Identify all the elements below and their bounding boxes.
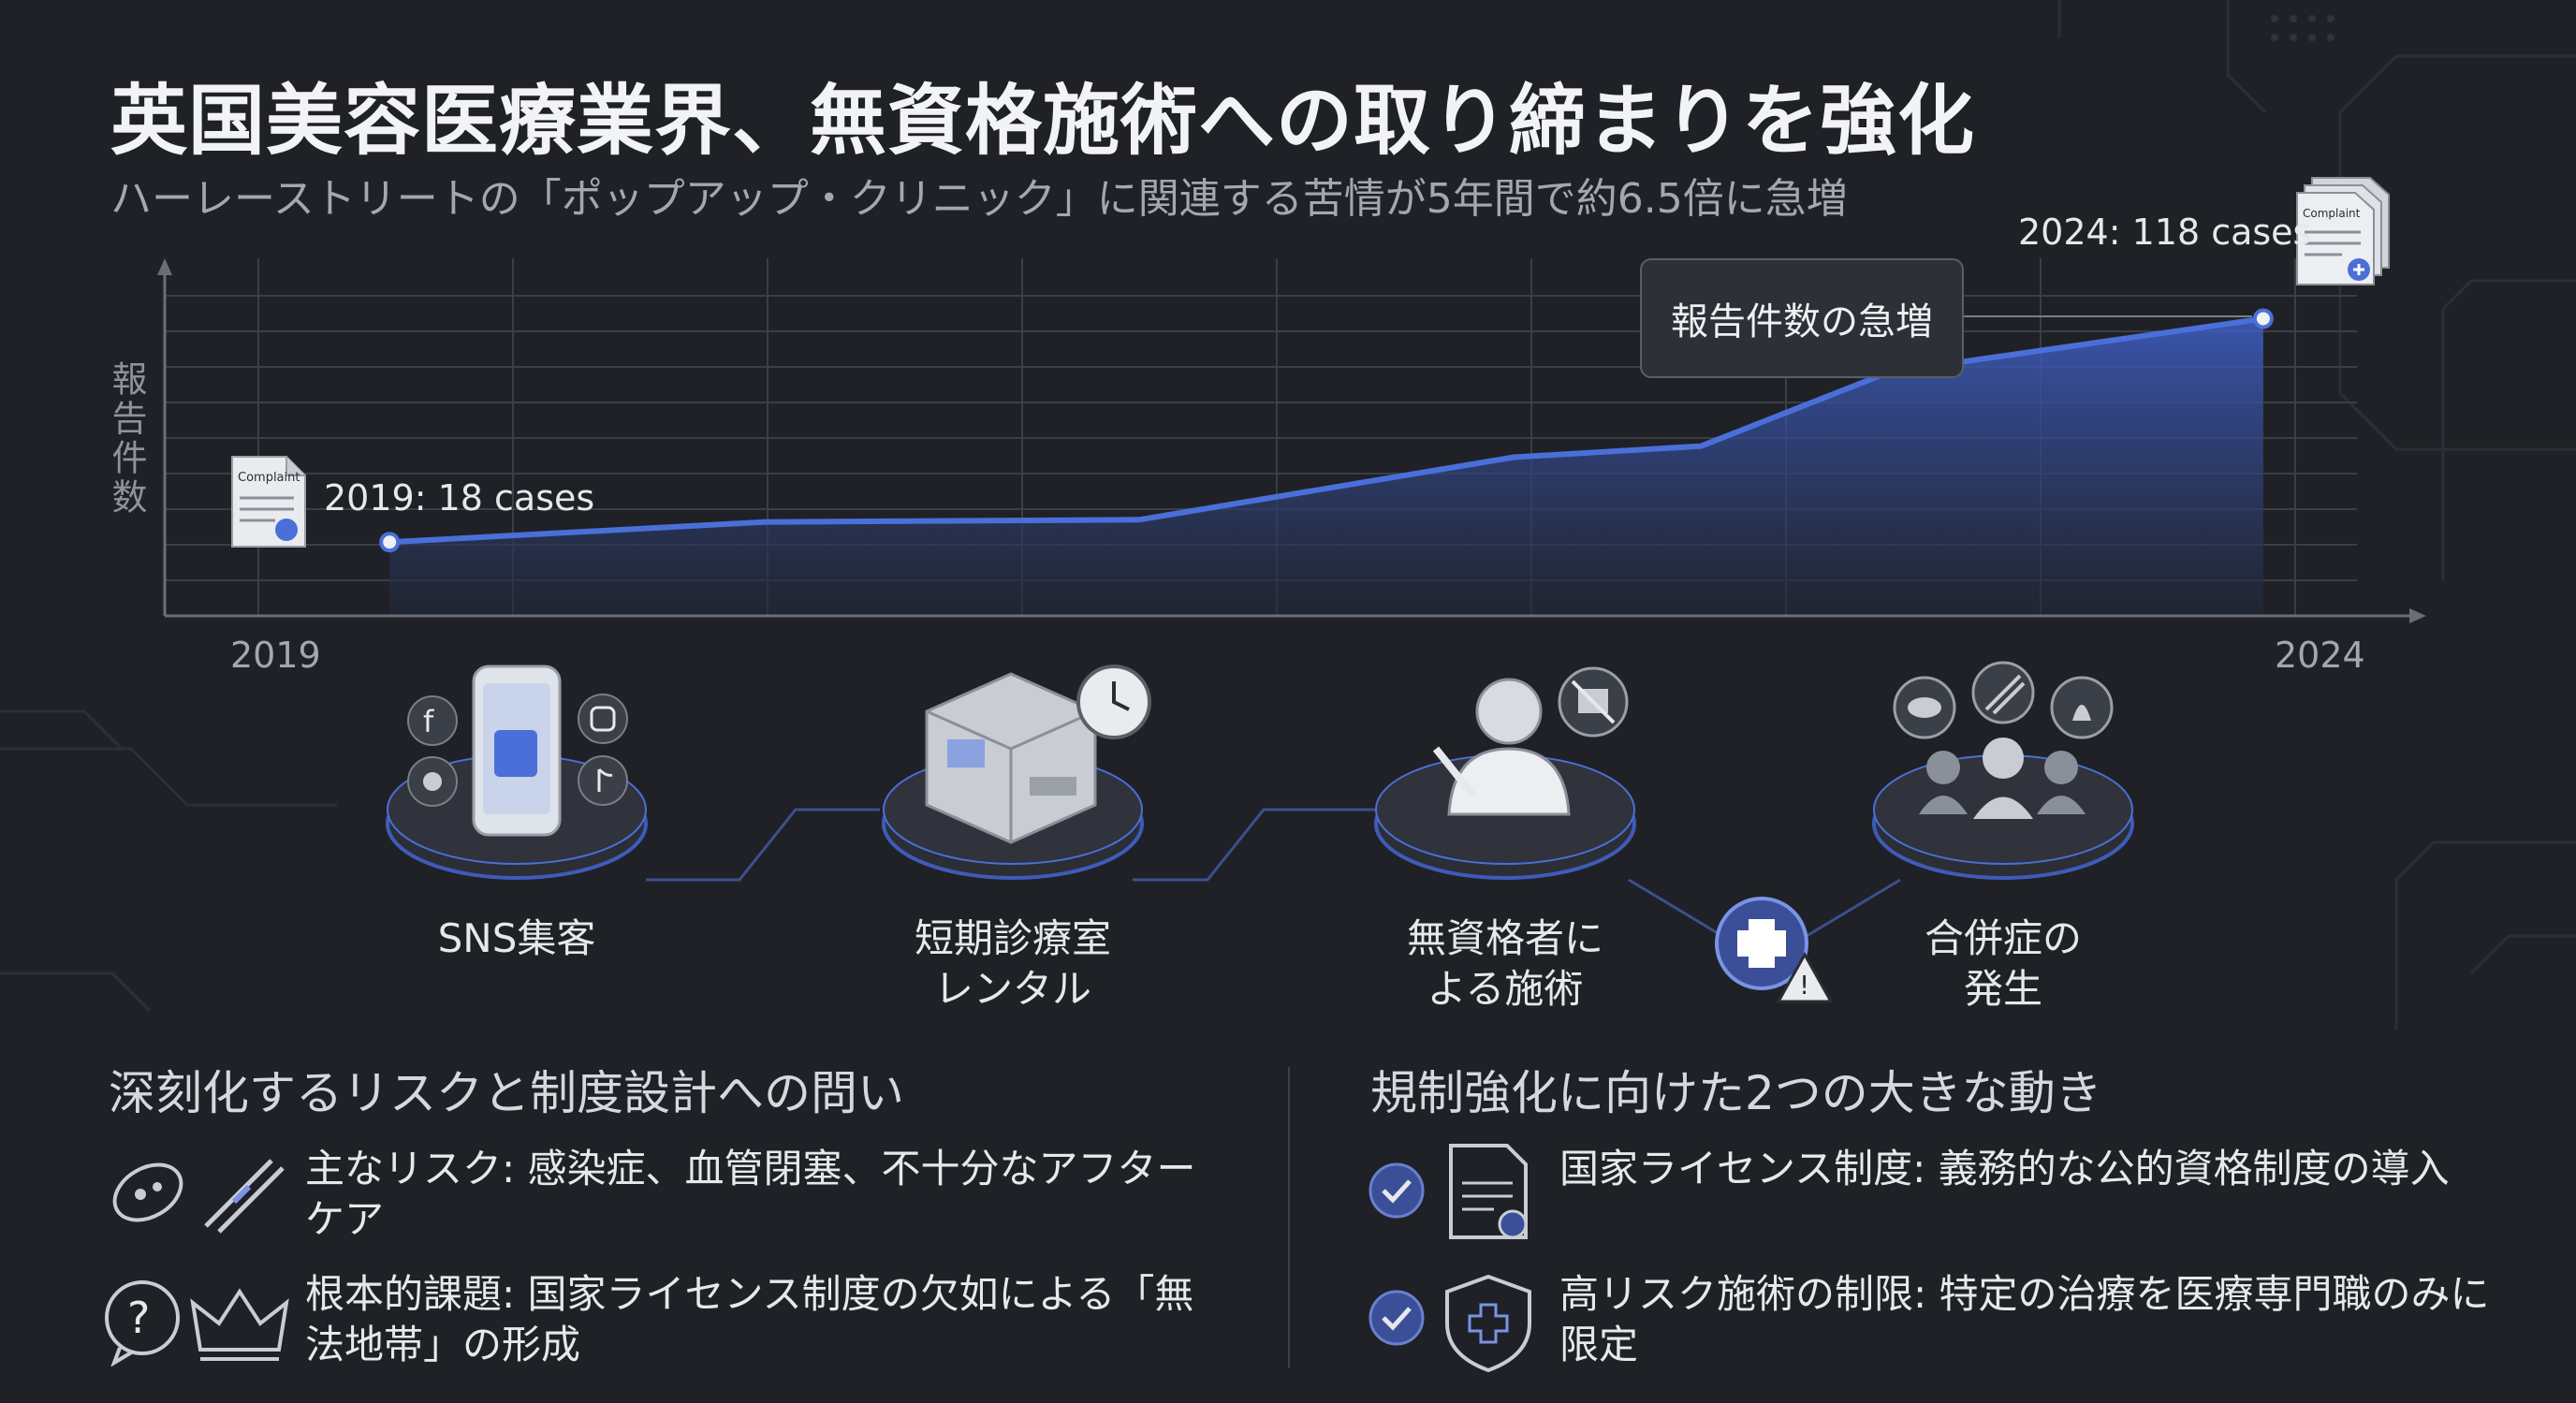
- left-section-heading: 深刻化するリスクと制度設計への問い: [109, 1066, 904, 1120]
- chart-area-fill: [389, 318, 2263, 616]
- area-chart: [157, 258, 2426, 623]
- crown-icon: [190, 1288, 289, 1361]
- right-item-1-text: 国家ライセンス制度: 義務的な公的資格制度の導入: [1559, 1146, 2450, 1191]
- right-item-2-text: 高リスク施術の制限: 特定の治療を医療専門職のみに限定: [1559, 1271, 2490, 1367]
- right-item-2-icons: [1368, 1274, 1531, 1373]
- right-item-1-icons: [1368, 1144, 1528, 1239]
- svg-text:?: ?: [127, 1293, 150, 1343]
- check-circle-icon: [1368, 1290, 1425, 1346]
- x-tick-2024: 2024: [2275, 635, 2365, 676]
- tiktok-icon: [578, 755, 628, 806]
- left-item-1-icons: [112, 1159, 285, 1234]
- flow-step-rental: 短期診療室 レンタル: [914, 915, 1111, 1012]
- vessel-badge-icon: [1971, 661, 2035, 724]
- svg-text:f: f: [423, 704, 434, 739]
- complaint-doc-label: Complaint: [238, 471, 300, 485]
- right-section-heading: 規制強化に向けた2つの大きな動き: [1370, 1066, 2102, 1120]
- blood-vessel-icon: [204, 1159, 285, 1234]
- section-divider: [1288, 1067, 1290, 1368]
- stacked-complaints-icon: Complaint: [2296, 177, 2390, 285]
- medical-shield-icon: [1445, 1274, 1531, 1373]
- flow-step-unlicensed: 無資格者に よる施術: [1406, 915, 1603, 1012]
- twitter-icon: [407, 756, 458, 807]
- complaint-document-icon: Complaint: [231, 456, 306, 548]
- annotation-start: 2019: 18 cases: [324, 477, 595, 519]
- flow-step-complications: 合併症の 発生: [1924, 915, 2082, 1012]
- practitioner-icon: [1432, 678, 1571, 816]
- data-point-2024: [2252, 308, 2274, 329]
- bacteria-icon: [112, 1162, 183, 1222]
- clock-icon: [1076, 665, 1151, 739]
- flow-diagram: f !: [386, 661, 2134, 1003]
- chart-callout: 報告件数の急増: [1640, 258, 1964, 378]
- page-title: 英国美容医療業界、無資格施術への取り締まりを強化: [110, 77, 1976, 166]
- stacked-doc-label: Complaint: [2303, 207, 2361, 220]
- x-tick-2019: 2019: [230, 635, 321, 676]
- instagram-icon: [578, 694, 628, 744]
- patients-icon: [1919, 738, 2086, 819]
- chart-axes: [157, 258, 2426, 623]
- data-point-2019: [379, 532, 401, 553]
- flow-connectors: [646, 808, 1901, 938]
- question-bubble-icon: ?: [105, 1280, 180, 1366]
- page-subtitle: ハーレーストリートの「ポップアップ・クリニック」に関連する苦情が5年間で約6.5…: [110, 175, 1848, 223]
- medical-warning-icon: !: [1715, 897, 1834, 1003]
- license-document-icon: [1449, 1144, 1528, 1239]
- svg-text:!: !: [1799, 970, 1809, 1001]
- bacteria-badge-icon: [1893, 676, 1956, 739]
- no-license-icon: [1558, 666, 1629, 738]
- annotation-end: 2024: 118 cases: [2018, 212, 2312, 253]
- left-item-2-icons: ?: [105, 1280, 289, 1366]
- check-circle-icon: [1368, 1162, 1425, 1219]
- skin-badge-icon: [2050, 676, 2114, 739]
- flow-step-sns: SNS集客: [437, 915, 596, 961]
- smartphone-icon: [472, 665, 562, 837]
- chart-y-axis-label: 報告件数: [106, 360, 147, 518]
- facebook-icon: f: [407, 695, 458, 746]
- left-item-2-text: 根本的課題: 国家ライセンス制度の欠如による「無法地帯」の形成: [305, 1271, 1194, 1367]
- left-item-1-text: 主なリスク: 感染症、血管閉塞、不十分なアフターケア: [305, 1146, 1196, 1242]
- clinic-room-icon: [925, 672, 1097, 844]
